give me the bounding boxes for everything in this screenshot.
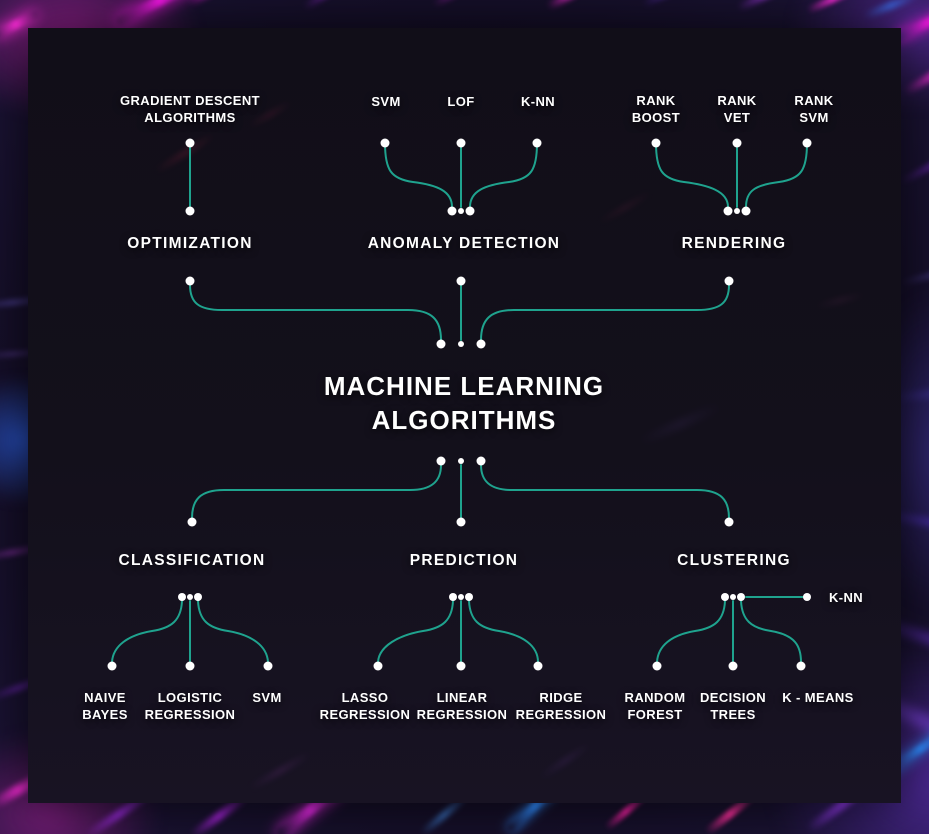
- node-logistic-regression: LOGISTIC REGRESSION: [144, 690, 236, 722]
- node-rank-vet: RANK VET: [717, 93, 757, 125]
- neon-streak: [187, 0, 243, 7]
- node-svm-classification: SVM: [252, 690, 282, 705]
- node-lof: LOF: [447, 94, 475, 109]
- diagram-title: MACHINE LEARNING ALGORITHMS: [323, 371, 605, 435]
- neon-streak: [900, 259, 929, 286]
- node-knn-anomaly: K-NN: [520, 94, 556, 109]
- node-prediction: PREDICTION: [409, 552, 519, 569]
- neon-streak: [114, 0, 205, 28]
- node-k-means: K - MEANS: [782, 690, 854, 705]
- neon-streak: [900, 141, 929, 185]
- neon-streak: [902, 52, 929, 96]
- node-rank-svm: RANK SVM: [794, 93, 834, 125]
- node-decision-trees: DECISION TREES: [699, 690, 767, 722]
- node-rendering: RENDERING: [681, 235, 787, 252]
- node-svm-anomaly: SVM: [371, 94, 401, 109]
- neon-streak: [805, 0, 860, 14]
- node-knn-clustering: K-NN: [829, 590, 864, 605]
- node-anomaly-detection: ANOMALY DETECTION: [367, 235, 561, 252]
- neon-streak: [432, 0, 483, 8]
- node-linear-regression: LINEAR REGRESSION: [416, 690, 508, 722]
- neon-streak: [546, 0, 592, 10]
- node-classification: CLASSIFICATION: [118, 552, 266, 569]
- node-naive-bayes: NAIVE BAYES: [82, 690, 128, 722]
- node-ridge-regression: RIDGE REGRESSION: [515, 690, 607, 722]
- node-optimization: OPTIMIZATION: [127, 235, 253, 252]
- neon-streak: [736, 0, 794, 12]
- node-clustering: CLUSTERING: [677, 552, 791, 569]
- neon-streak: [641, 0, 701, 8]
- node-rank-boost: RANK BOOST: [631, 93, 681, 125]
- node-random-forest: RANDOM FOREST: [624, 690, 686, 722]
- node-lasso-regression: LASSO REGRESSION: [319, 690, 411, 722]
- neon-streak: [862, 0, 920, 20]
- neon-streak: [302, 0, 353, 11]
- node-gradient-descent-algorithms: GRADIENT DESCENT ALGORITHMS: [119, 93, 261, 125]
